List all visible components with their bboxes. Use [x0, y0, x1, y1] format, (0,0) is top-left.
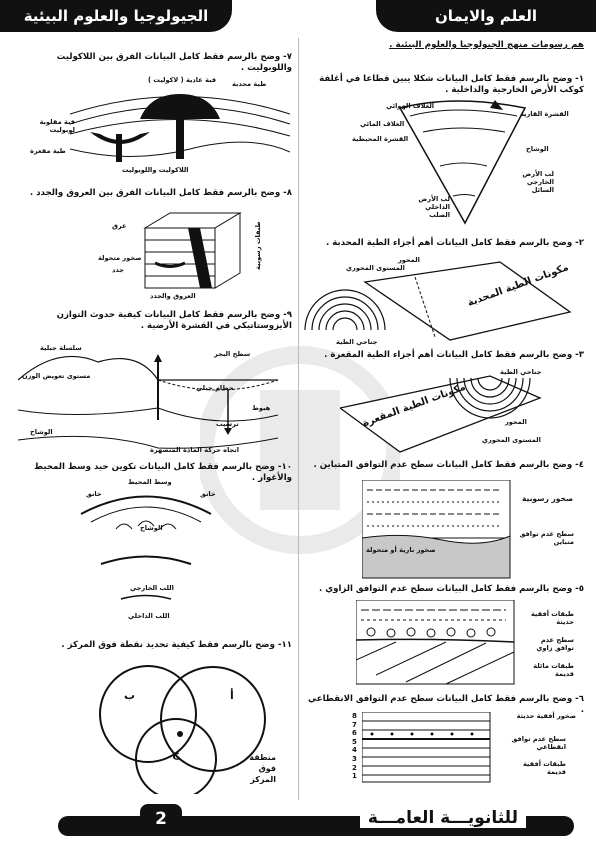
label-anticline: طية محدبة — [232, 80, 267, 88]
label-station-c: ج — [172, 747, 180, 760]
layer-6: 6 — [352, 729, 357, 738]
question-2-text: ٢- وضح بالرسم فقط كامل البيانات أهم أجزا… — [325, 238, 584, 248]
nonconformity-diagram — [362, 480, 511, 579]
label-old-tilted-layers: طبقات مائلة قديمة — [533, 662, 574, 678]
header-right-title: العلم والايمان — [376, 0, 596, 32]
label-oceanic-crust: القشرة المحيطية — [352, 135, 409, 143]
watermark-logo — [200, 346, 400, 554]
label-mantle: الوشاح — [526, 145, 549, 153]
label-ocean-middle: وسط المحيط — [128, 478, 172, 486]
label-laccolith-lopolith-caption: اللاكوليت واللوبوليت — [122, 166, 189, 174]
question-4-text: ٤- وضح بالرسم فقط كامل البيانات سطح عدم … — [313, 460, 584, 470]
label-recent-horizontal-rocks: صخور أفقية حديثة — [516, 712, 576, 720]
label-recent-horizontal-layers: طبقات أفقية حديثة — [530, 610, 574, 626]
label-nonconformity-surface: سطح عدم توافق متباين — [519, 530, 574, 546]
layer-8: 8 — [352, 712, 357, 720]
isostasy-diagram — [18, 354, 279, 449]
question-9-text: ٩- وضح بالرسم فقط كامل البيانات كيفية حد… — [56, 310, 292, 331]
label-metamorphic-rocks: صخور متحولة — [98, 254, 142, 262]
label-outer-core: لب الأرض الخارجي السائل — [522, 170, 554, 194]
label-deposition: ترسيب — [216, 420, 239, 428]
label-fold-limbs: جناحي الطية — [336, 338, 378, 346]
label-axial-plane: المستوى المحوري — [346, 264, 405, 272]
label-mantle-ridge: الوشاح — [140, 524, 163, 532]
mid-ocean-ridge-diagram — [80, 495, 212, 600]
label-vein: عرق — [112, 222, 127, 230]
label-subsidence: هبوط — [252, 404, 271, 412]
label-outer-core-ridge: اللب الخارجي — [130, 584, 174, 592]
question-1-text: ١- وضح بالرسم فقط كامل البيانات شكلا يبي… — [319, 74, 584, 95]
label-magma-flow: اتجاه حركة المادة المنصهرة — [150, 446, 240, 454]
label-continental-crust: القشرة القارية — [520, 110, 569, 118]
page-number: 2 — [140, 804, 182, 834]
label-inner-core-ridge: اللب الداخلي — [128, 612, 170, 620]
label-syncline: طية مقعرة — [30, 147, 66, 155]
label-mantle-isostasy: الوشاح — [30, 428, 53, 436]
label-inner-core: لب الأرض الداخلي الصلب — [418, 195, 450, 219]
intro-heading: هم رسومات منهج الجيولوجيا والعلوم البيئي… — [389, 40, 584, 50]
epicenter-circles-diagram — [99, 665, 266, 794]
label-disconformity-surface: سطح عدم توافق انقطاعي — [511, 735, 566, 751]
question-5-text: ٥- وضح بالرسم فقط كامل البيانات سطح عدم … — [318, 584, 584, 594]
question-6-text: ٦- وضح بالرسم فقط كامل البيانات سطح عدم … — [308, 694, 584, 715]
laccolith-lopolith-diagram — [70, 94, 290, 162]
label-syncline-axis: المحور — [505, 418, 527, 426]
syncline-diagram — [340, 375, 542, 453]
layer-5: 5 — [352, 737, 357, 746]
question-11-text: ١١- وضح بالرسم فقط كيفية تحديد نقطة فوق … — [61, 640, 292, 650]
label-station-b: ب — [124, 689, 136, 702]
footer: للثانويـــة العامـــة 2 — [0, 802, 596, 842]
label-sea-level: سطح البحر — [214, 350, 251, 358]
earth-layers-diagram — [398, 100, 527, 225]
anticline-diagram — [304, 261, 572, 341]
angular-unconformity-diagram — [356, 600, 515, 685]
label-sedimentary-rocks: صخور رسوبية — [522, 494, 574, 503]
label-old-horizontal-layers: طبقات أفقية قديمة — [522, 760, 566, 776]
label-atmosphere: الغلاف الهوائي — [386, 102, 435, 110]
label-angular-unconformity-surface: سطح عدم توافق زاوي — [536, 636, 574, 652]
question-10-text: ١٠- وضح بالرسم فقط كامل البيانات تكوين ح… — [34, 462, 292, 483]
layer-numbers: 8 7 6 5 4 3 2 1 — [352, 712, 357, 781]
label-trench-left: خانق — [86, 490, 102, 498]
layer-1: 1 — [352, 772, 357, 781]
label-compensation-level: مستوى تعويض الوزن — [22, 372, 91, 380]
layer-7: 7 — [352, 720, 357, 729]
label-mountain-range: سلسلة جبلية — [40, 344, 82, 352]
label-dike: جدد — [112, 266, 124, 274]
layer-2: 2 — [352, 763, 357, 772]
footer-title: للثانويـــة العامـــة — [359, 808, 526, 828]
question-3-text: ٣- وضح بالرسم فقط كامل البيانات أهم أجزا… — [324, 350, 584, 360]
label-hydrosphere: الغلاف المائي — [360, 120, 405, 128]
layer-3: 3 — [352, 754, 357, 763]
label-lopolith: قبة مقلوبة لوبوليت — [39, 118, 75, 134]
label-sedimentary-layers: طبقات رسوبية — [254, 221, 262, 270]
label-trench-right: خانق — [200, 490, 216, 498]
label-mountain-debris: حطام جبلي — [196, 384, 234, 392]
disconformity-diagram — [362, 712, 491, 783]
label-veins-dikes-caption: العروق والجدد — [150, 292, 196, 300]
veins-dikes-diagram — [143, 212, 242, 289]
header-left-title: الجيولوجيا والعلوم البيئية — [0, 0, 232, 32]
layer-4: 4 — [352, 746, 357, 755]
label-igneous-metamorphic: صخور نارية أو متحولة — [366, 546, 436, 554]
question-8-text: ٨- وضح بالرسم فقط كامل البيانات الفرق بي… — [29, 188, 292, 198]
label-syncline-axial-plane: المستوى المحوري — [482, 436, 541, 444]
label-syncline-limbs: جناحي الطية — [500, 368, 542, 376]
label-epicenter-zone: منطقة فوق المركز — [249, 753, 276, 784]
label-axis: المحور — [398, 256, 420, 264]
label-station-a: أ — [230, 689, 234, 702]
column-divider — [298, 38, 299, 800]
label-laccolith: قبة عادية ( لاكوليت ) — [148, 76, 217, 84]
question-7-text: ٧- وضح بالرسم فقط كامل البيانات الفرق بي… — [56, 52, 292, 73]
